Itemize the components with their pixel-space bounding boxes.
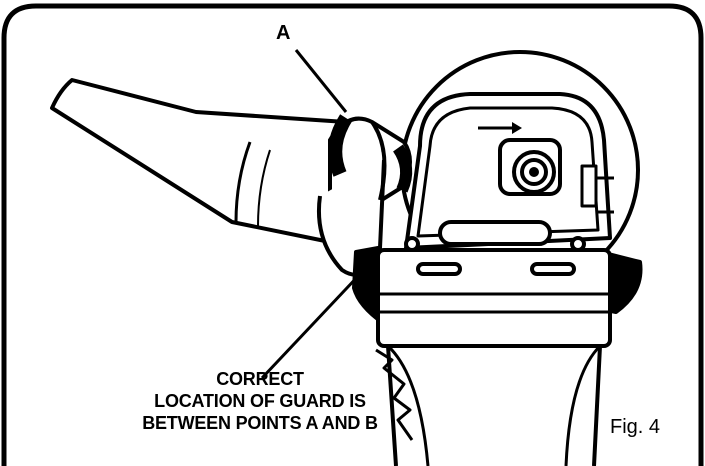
guard-clamp <box>316 114 413 277</box>
side-handle <box>50 78 364 244</box>
motor-body <box>375 344 602 466</box>
note-line-3: BETWEEN POINTS A AND B <box>142 413 378 433</box>
figure-caption: Fig. 4 <box>610 416 661 438</box>
figure-frame <box>1 3 704 466</box>
note-line-2: LOCATION OF GUARD IS <box>154 391 366 411</box>
point-a-label: A <box>276 22 291 44</box>
guard-location-note: CORRECT LOCATION OF GUARD IS BETWEEN POI… <box>120 368 400 434</box>
note-line-1: CORRECT <box>216 369 304 389</box>
leader-b <box>260 270 364 380</box>
motor-collar <box>352 246 643 348</box>
gear-housing <box>404 92 614 252</box>
leader-a <box>294 49 348 113</box>
